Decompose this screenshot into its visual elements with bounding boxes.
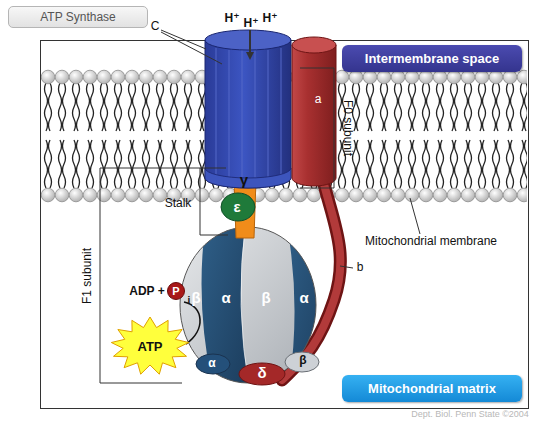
part-name: b [357,261,364,274]
region-name: Mitochondrial matrix [368,381,496,396]
proton-label: H⁺ [225,12,240,25]
beta-subunit [285,352,319,372]
subunit-name: γ [240,172,248,189]
subunit-name: a [315,93,322,106]
alpha-subunit [196,354,230,374]
subunit-name: β [299,354,306,367]
subunit-name: α [299,290,308,307]
title-tab: ATP Synthase [8,6,148,28]
diagram-frame [41,41,529,409]
c-ring-stripe [216,48,217,184]
subunit-name: α [208,357,215,370]
subunit-name: β [261,290,270,307]
c-ring-stripe [242,50,243,188]
bracket-label: F0 subunit [340,100,353,156]
c-ring-top [205,30,291,50]
region-box: Intermembrane space [342,45,522,72]
bracket-label: F1 subunit [81,248,94,304]
bracket [100,168,200,383]
region-box: Mitochondrial matrix [342,375,522,402]
c-ring-stripe [268,50,269,187]
atp-starburst: ATP [110,316,190,376]
leader-line [161,30,222,64]
subunit-name: ε [233,199,240,216]
starburst-shape [111,317,188,374]
c-ring-stripe [229,50,230,187]
proton-label: H⁺ [263,12,278,25]
f1-hexamer [180,220,330,392]
phosphate-disc [168,283,185,300]
part-name: Mitochondrial membrane [365,235,497,248]
delta-subunit [239,363,285,385]
epsilon-subunit [221,193,255,221]
a-subunit [292,45,336,186]
callout-letter: C [151,20,160,33]
watermark: Dept. Biol. Penn State ©2004 [411,410,529,420]
proton-arrow [249,30,251,56]
phosphate-circle: P [167,282,185,300]
bracket [200,168,228,235]
subunit-name: δ [257,365,266,382]
region-name: Intermembrane space [365,51,499,66]
reaction-line [184,302,200,344]
proton-label: H⁺ [244,17,259,30]
phosphate-symbol: P [172,285,179,297]
c-ring-stripe [281,48,282,184]
bracket-label: Stalk [165,197,192,210]
leader-line [410,198,420,234]
c-ring-stripe [255,50,256,188]
a-subunit-top [292,37,336,53]
c-ring-stripes [216,48,281,188]
subunit-name: α [221,290,230,307]
leader-line [340,266,353,268]
subunit-name: β [191,290,200,307]
bracket [300,68,334,188]
c-ring-rim [205,168,291,188]
reactant-label: ADP + [129,285,164,298]
subscript-label: i [188,295,191,306]
title-text: ATP Synthase [40,10,116,24]
product-name: ATP [137,339,162,354]
